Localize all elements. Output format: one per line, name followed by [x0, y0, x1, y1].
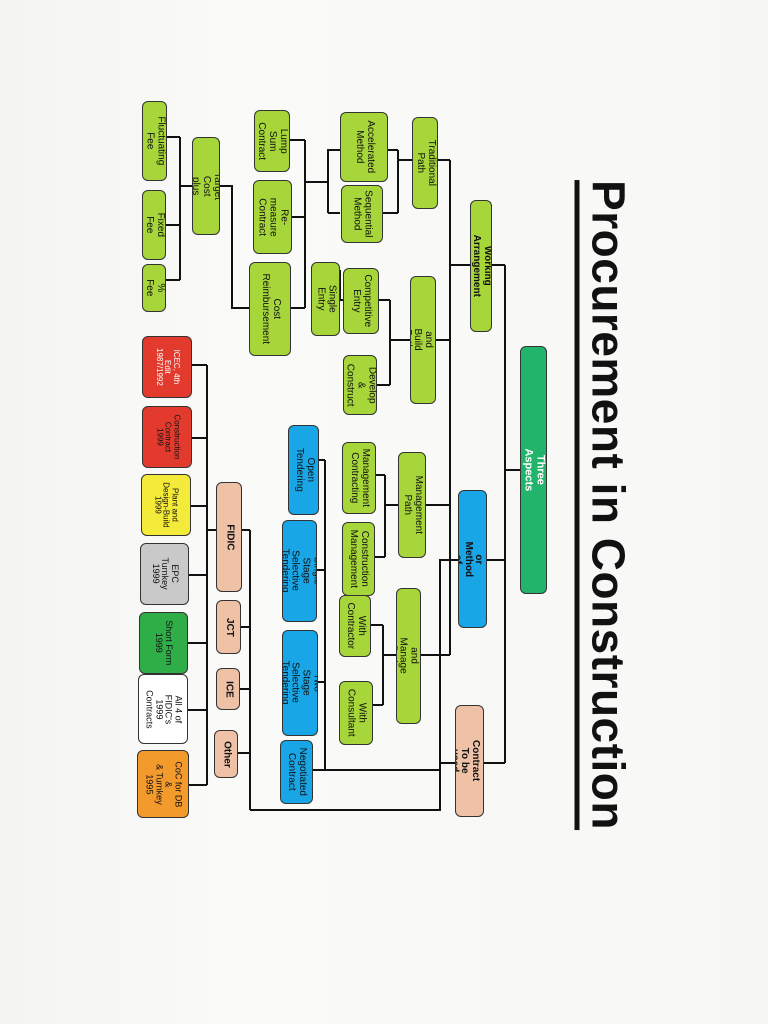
design-build-path-node[interactable]: Design and Build Path [410, 276, 436, 404]
single-stage-label: Single Stage Selective Tendering [282, 549, 317, 593]
with-consultant-node[interactable]: With Consultant [339, 681, 373, 745]
form-of-contract-label: Form of Contract To be used [455, 740, 484, 782]
fidic-label: FIDIC [224, 523, 236, 551]
tendering-process-node[interactable]: Tendering Process or Method of Selection [458, 490, 487, 628]
three-aspects-label: Three Aspects [522, 448, 547, 492]
construction-contract-node[interactable]: Construction Contract 1999 [142, 406, 192, 468]
fluctuating-fee-label: Fluctuating Fee [144, 116, 167, 166]
with-consultant-label: With Consultant [346, 689, 368, 737]
plant-design-build-node[interactable]: Plant and Design-Build 1999 [141, 474, 191, 536]
management-path-label: Management Path [402, 475, 424, 535]
construction-management-node[interactable]: Construction Management [342, 522, 375, 596]
other-label: Other [221, 740, 233, 768]
percent-fee-label: % Fee [144, 279, 166, 297]
two-stage-node[interactable]: Two Stage Selective Tendering [282, 630, 318, 736]
three-aspects-node[interactable]: Three Aspects [520, 346, 547, 594]
short-form-label: Short Form 1999 [154, 620, 175, 666]
traditional-path-node[interactable]: Traditional Path [412, 117, 438, 209]
icec-node[interactable]: ICEC, 4th Edit 1987/1992 [142, 336, 192, 398]
accelerated-method-node[interactable]: Accelerated Method [340, 112, 388, 182]
with-contractor-node[interactable]: With Contractor [339, 595, 371, 657]
management-contracting-label: Management Contracting [349, 448, 371, 508]
two-stage-label: Two Stage Selective Tendering [282, 661, 318, 705]
management-contracting-node[interactable]: Management Contracting [342, 442, 376, 514]
all4-fidic-label: All 4 of FIDIC's 1999 Contracts [144, 689, 184, 729]
plant-design-build-label: Plant and Design-Build 1999 [153, 482, 180, 528]
sequential-method-label: Sequential Method [352, 190, 374, 238]
fixed-fee-label: Fixed Fee [144, 212, 166, 238]
traditional-path-label: Traditional Path [415, 139, 437, 187]
epc-turnkey-node[interactable]: EPC Turnkey 1999 [140, 543, 189, 605]
construction-management-label: Construction Management [348, 529, 371, 589]
other-node[interactable]: Other [214, 730, 238, 778]
design-build-path-label: Design and Build Path [410, 324, 435, 355]
jct-node[interactable]: JCT [216, 600, 241, 654]
icec-label: ICEC, 4th Edit 1987/1992 [154, 348, 181, 386]
percent-fee-node[interactable]: % Fee [142, 264, 166, 312]
page-title-text: Procurement in Construction [574, 180, 636, 830]
remeasure-contract-label: Re-measure Contract [257, 197, 290, 237]
accelerated-method-label: Accelerated Method [354, 120, 376, 174]
develop-construct-label: Develop & Construct [344, 363, 377, 407]
coc-db-turnkey-label: CoC for DB & & Turnkey 1995 [144, 760, 184, 807]
develop-construct-node[interactable]: Develop & Construct [343, 355, 377, 415]
target-cost-plus-label: Target Cost plus [192, 172, 220, 200]
lump-sum-contract-node[interactable]: Lump Sum Contract [254, 110, 290, 172]
single-entry-node[interactable]: Single Entry [311, 262, 340, 336]
remeasure-contract-node[interactable]: Re-measure Contract [253, 180, 292, 254]
cost-reimbursement-label: Cost Reimbursement [260, 273, 282, 345]
target-cost-plus-node[interactable]: Target Cost plus [192, 137, 220, 235]
fluctuating-fee-node[interactable]: Fluctuating Fee [142, 101, 167, 181]
sequential-method-node[interactable]: Sequential Method [341, 185, 383, 243]
design-manage-path-node[interactable]: Design and Manage Path [396, 588, 421, 724]
competitive-entry-label: Competitive Entry [351, 274, 373, 328]
negotiated-contract-label: Negotiated Contract [286, 747, 309, 797]
single-entry-label: Single Entry [315, 285, 338, 313]
open-tendering-label: Open Tendering [293, 448, 316, 492]
tendering-process-label: Tendering Process or Method of Selection [458, 539, 487, 579]
epc-turnkey-label: EPC Turnkey 1999 [150, 557, 181, 591]
form-of-contract-node[interactable]: Form of Contract To be used [455, 705, 484, 817]
fidic-node[interactable]: FIDIC [216, 482, 242, 592]
fixed-fee-node[interactable]: Fixed Fee [142, 190, 166, 260]
working-arrangement-node[interactable]: Working Arrangement [470, 200, 492, 332]
with-contractor-label: With Contractor [345, 602, 367, 650]
short-form-node[interactable]: Short Form 1999 [139, 612, 188, 674]
jct-label: JCT [223, 617, 235, 637]
competitive-entry-node[interactable]: Competitive Entry [343, 268, 379, 334]
negotiated-contract-node[interactable]: Negotiated Contract [280, 740, 313, 804]
design-manage-path-label: Design and Manage Path [396, 637, 421, 675]
working-arrangement-label: Working Arrangement [471, 234, 492, 298]
construction-contract-label: Construction Contract 1999 [154, 414, 181, 460]
ice-node[interactable]: ICE [216, 668, 240, 710]
single-stage-node[interactable]: Single Stage Selective Tendering [282, 520, 317, 622]
open-tendering-node[interactable]: Open Tendering [288, 425, 319, 515]
ice-label: ICE [223, 680, 235, 698]
management-path-node[interactable]: Management Path [398, 452, 426, 558]
cost-reimbursement-node[interactable]: Cost Reimbursement [249, 262, 291, 356]
coc-db-turnkey-node[interactable]: CoC for DB & & Turnkey 1995 [137, 750, 189, 818]
all4-fidic-node[interactable]: All 4 of FIDIC's 1999 Contracts [138, 674, 188, 744]
lump-sum-contract-label: Lump Sum Contract [256, 122, 290, 160]
